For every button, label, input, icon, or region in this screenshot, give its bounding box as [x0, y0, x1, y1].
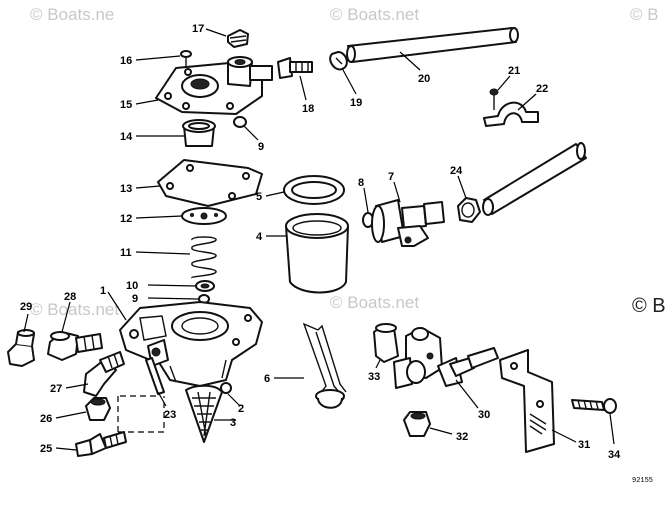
callout-6: 6 — [264, 373, 270, 385]
part-21-screw — [489, 88, 499, 110]
callout-13: 13 — [120, 183, 132, 195]
callout-26: 26 — [40, 413, 52, 425]
part-9-o-ring-upper — [233, 116, 247, 128]
part-24-nut — [457, 197, 481, 223]
callout-5: 5 — [256, 191, 262, 203]
callout-16: 16 — [120, 55, 132, 67]
callout-11: 11 — [120, 247, 132, 259]
watermark-middle-left: © Boats.net — [30, 300, 119, 319]
part-31-bracket — [499, 349, 555, 453]
part-5-seal-ring — [283, 175, 345, 205]
callout-14: 14 — [120, 131, 133, 143]
callout-34: 34 — [608, 449, 621, 461]
part-32-nut — [403, 411, 431, 437]
callout-30: 30 — [478, 409, 490, 421]
callout-23: 23 — [164, 409, 176, 421]
callout-10: 10 — [126, 280, 138, 292]
part-25-barb-fitting — [75, 431, 127, 457]
callout-4: 4 — [256, 231, 263, 243]
callout-27: 27 — [50, 383, 62, 395]
callout-21: 21 — [508, 65, 520, 77]
callout-29: 29 — [20, 301, 32, 313]
part-13-gasket — [157, 159, 263, 207]
callout-33: 33 — [368, 371, 380, 383]
watermark-top-right: © B — [630, 5, 659, 24]
part-12-diaphragm-plate — [181, 207, 227, 225]
part-7-valve-body — [371, 199, 445, 247]
part-4-filter-bowl — [285, 213, 349, 294]
callout-18: 18 — [302, 103, 314, 115]
callout-17: 17 — [192, 23, 204, 35]
watermarks: © Boats.ne © Boats.net © B © Boats.net ©… — [30, 5, 666, 319]
callout-numbers: 17 16 15 18 19 20 21 22 14 9 13 12 11 10… — [20, 23, 621, 461]
callout-7: 7 — [388, 171, 394, 183]
part-15-pump-cover — [155, 56, 273, 115]
watermark-top-left: © Boats.ne — [30, 5, 114, 24]
watermark-right-edge: © B — [632, 295, 666, 317]
part-22-hose-clip — [483, 101, 539, 127]
callout-8: 8 — [358, 177, 364, 189]
callout-9-upper: 9 — [258, 141, 264, 153]
part-17-cap — [227, 29, 249, 48]
part-19-hose-clamp — [329, 51, 348, 71]
callout-28: 28 — [64, 291, 76, 303]
part-33-bushing — [373, 323, 399, 363]
callout-32: 32 — [456, 431, 468, 443]
callout-22: 22 — [536, 83, 548, 95]
callout-25: 25 — [40, 443, 52, 455]
callout-24: 24 — [450, 165, 463, 177]
watermark-middle-center: © Boats.net — [330, 293, 419, 312]
callout-2: 2 — [238, 403, 244, 415]
callout-20: 20 — [418, 73, 430, 85]
leader-lines — [23, 28, 615, 451]
part-3-filter-screen — [185, 384, 223, 443]
part-10-valve — [195, 280, 215, 292]
part-fuel-hose-right — [482, 142, 587, 216]
part-26-nut — [85, 397, 111, 421]
figure-code: 92155 — [632, 477, 653, 485]
part-27-elbow-fitting — [83, 351, 125, 397]
callout-15: 15 — [120, 99, 132, 111]
part-34-screw — [571, 398, 617, 414]
part-23-pin — [145, 357, 165, 395]
callout-9-lower: 9 — [132, 293, 138, 305]
part-29-fitting — [7, 329, 35, 367]
part-18-hose-fitting — [277, 57, 313, 79]
part-28-elbow-fitting — [47, 331, 103, 361]
callout-12: 12 — [120, 213, 132, 225]
watermark-top-center: © Boats.net — [330, 5, 419, 24]
part-1-pump-body — [119, 301, 263, 387]
part-20-fuel-hose — [346, 27, 519, 63]
part-14-bushing — [182, 119, 216, 147]
callout-31: 31 — [578, 439, 590, 451]
assembly-dashed-lines — [117, 395, 165, 433]
callout-1: 1 — [100, 285, 106, 297]
part-11-spring — [191, 236, 217, 279]
part-16-screw — [180, 50, 192, 68]
callout-3: 3 — [230, 417, 236, 429]
part-30-fuel-valve — [393, 327, 499, 389]
callout-19: 19 — [350, 97, 362, 109]
part-2-check-ball — [220, 382, 232, 394]
part-6-bail-wire — [302, 322, 347, 409]
